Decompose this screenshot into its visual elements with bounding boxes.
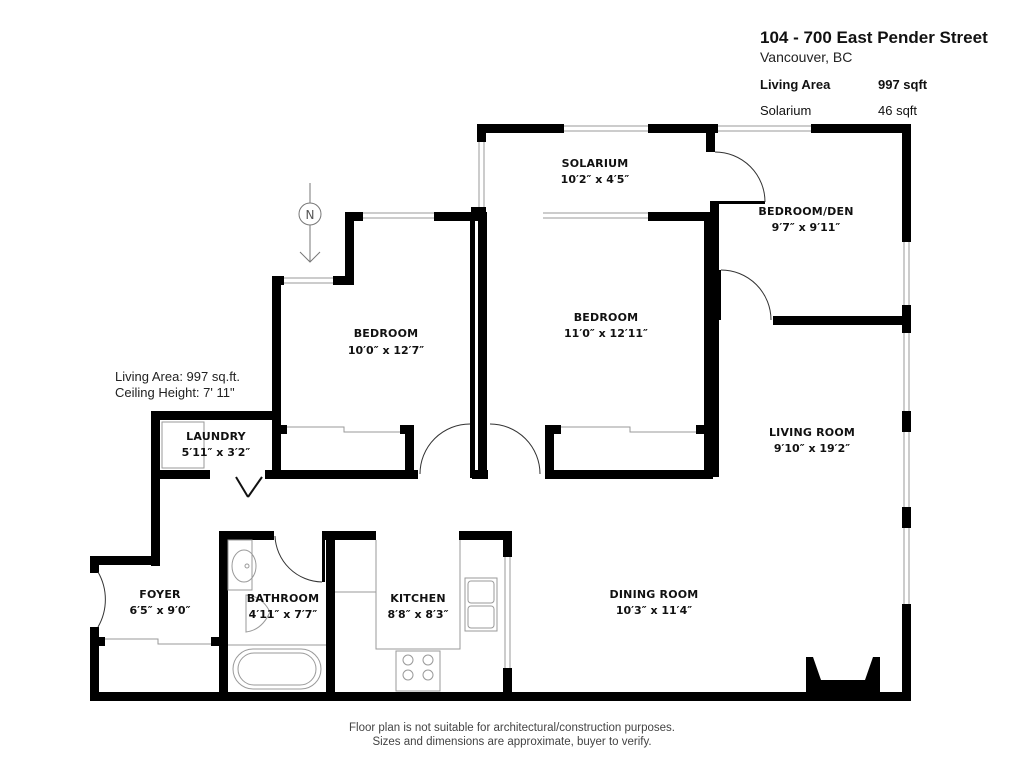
room-laundry: LAUNDRY 5′11″ x 3′2″ <box>182 430 251 459</box>
listing-address: 104 - 700 East Pender Street <box>760 28 988 47</box>
room-name: BEDROOM <box>354 327 419 340</box>
room-name: FOYER <box>139 588 181 601</box>
room-dims: 9′10″ x 19′2″ <box>774 442 850 455</box>
room-living-room: LIVING ROOM 9′10″ x 19′2″ <box>769 426 855 455</box>
note-ceiling-height: Ceiling Height: 7' 11" <box>115 385 235 400</box>
area-row-living: Living Area 997 sqft <box>760 72 1020 98</box>
windows <box>105 125 910 668</box>
area-value: 46 sqft <box>878 103 918 118</box>
compass-label: N <box>306 208 315 222</box>
room-dims: 8′8″ x 8′3″ <box>388 608 449 621</box>
area-row-solarium: Solarium 46 sqft <box>760 98 1020 124</box>
disclaimer: Floor plan is not suitable for architect… <box>0 721 1024 749</box>
room-dims: 11′0″ x 12′11″ <box>564 327 648 340</box>
walls <box>90 124 911 701</box>
plan-note: Living Area: 997 sq.ft. Ceiling Height: … <box>115 369 240 401</box>
room-bedroom-left: BEDROOM 10′0″ x 12′7″ <box>348 327 424 357</box>
room-bedroom-center: BEDROOM 11′0″ x 12′11″ <box>564 311 648 340</box>
room-name: SOLARIUM <box>562 157 629 170</box>
room-bathroom: BATHROOM 4′11″ x 7′7″ <box>247 592 319 621</box>
area-label: Living Area <box>760 77 831 92</box>
room-labels: SOLARIUM 10′2″ x 4′5″ BEDROOM/DEN 9′7″ x… <box>130 157 855 621</box>
note-living-area: Living Area: 997 sq.ft. <box>115 369 241 384</box>
room-kitchen: KITCHEN 8′8″ x 8′3″ <box>388 592 449 621</box>
room-dims: 9′7″ x 9′11″ <box>772 221 841 234</box>
room-name: LIVING ROOM <box>769 426 855 439</box>
room-solarium: SOLARIUM 10′2″ x 4′5″ <box>561 157 630 186</box>
doors <box>97 151 772 628</box>
room-name: BEDROOM/DEN <box>758 205 853 218</box>
room-name: KITCHEN <box>390 592 446 605</box>
disclaimer-line-2: Sizes and dimensions are approximate, bu… <box>372 736 652 748</box>
listing-header: 104 - 700 East Pender Street Vancouver, … <box>760 28 1020 124</box>
room-dining-room: DINING ROOM 10′3″ x 11′4″ <box>610 588 699 617</box>
room-foyer: FOYER 6′5″ x 9′0″ <box>130 588 191 617</box>
room-name: LAUNDRY <box>186 430 247 443</box>
fixtures <box>161 421 498 692</box>
room-name: BATHROOM <box>247 592 319 605</box>
room-dims: 10′3″ x 11′4″ <box>616 604 692 617</box>
room-bedroom-den: BEDROOM/DEN 9′7″ x 9′11″ <box>758 205 853 234</box>
area-label: Solarium <box>760 103 812 118</box>
room-name: DINING ROOM <box>610 588 699 601</box>
room-dims: 4′11″ x 7′7″ <box>249 608 318 621</box>
room-name: BEDROOM <box>574 311 639 324</box>
listing-city: Vancouver, BC <box>760 49 853 65</box>
north-arrow-icon: N <box>298 183 322 263</box>
room-dims: 10′2″ x 4′5″ <box>561 173 630 186</box>
area-value: 997 sqft <box>878 77 928 92</box>
room-dims: 5′11″ x 3′2″ <box>182 446 251 459</box>
disclaimer-line-1: Floor plan is not suitable for architect… <box>349 722 675 734</box>
room-dims: 10′0″ x 12′7″ <box>348 344 424 357</box>
room-dims: 6′5″ x 9′0″ <box>130 604 191 617</box>
